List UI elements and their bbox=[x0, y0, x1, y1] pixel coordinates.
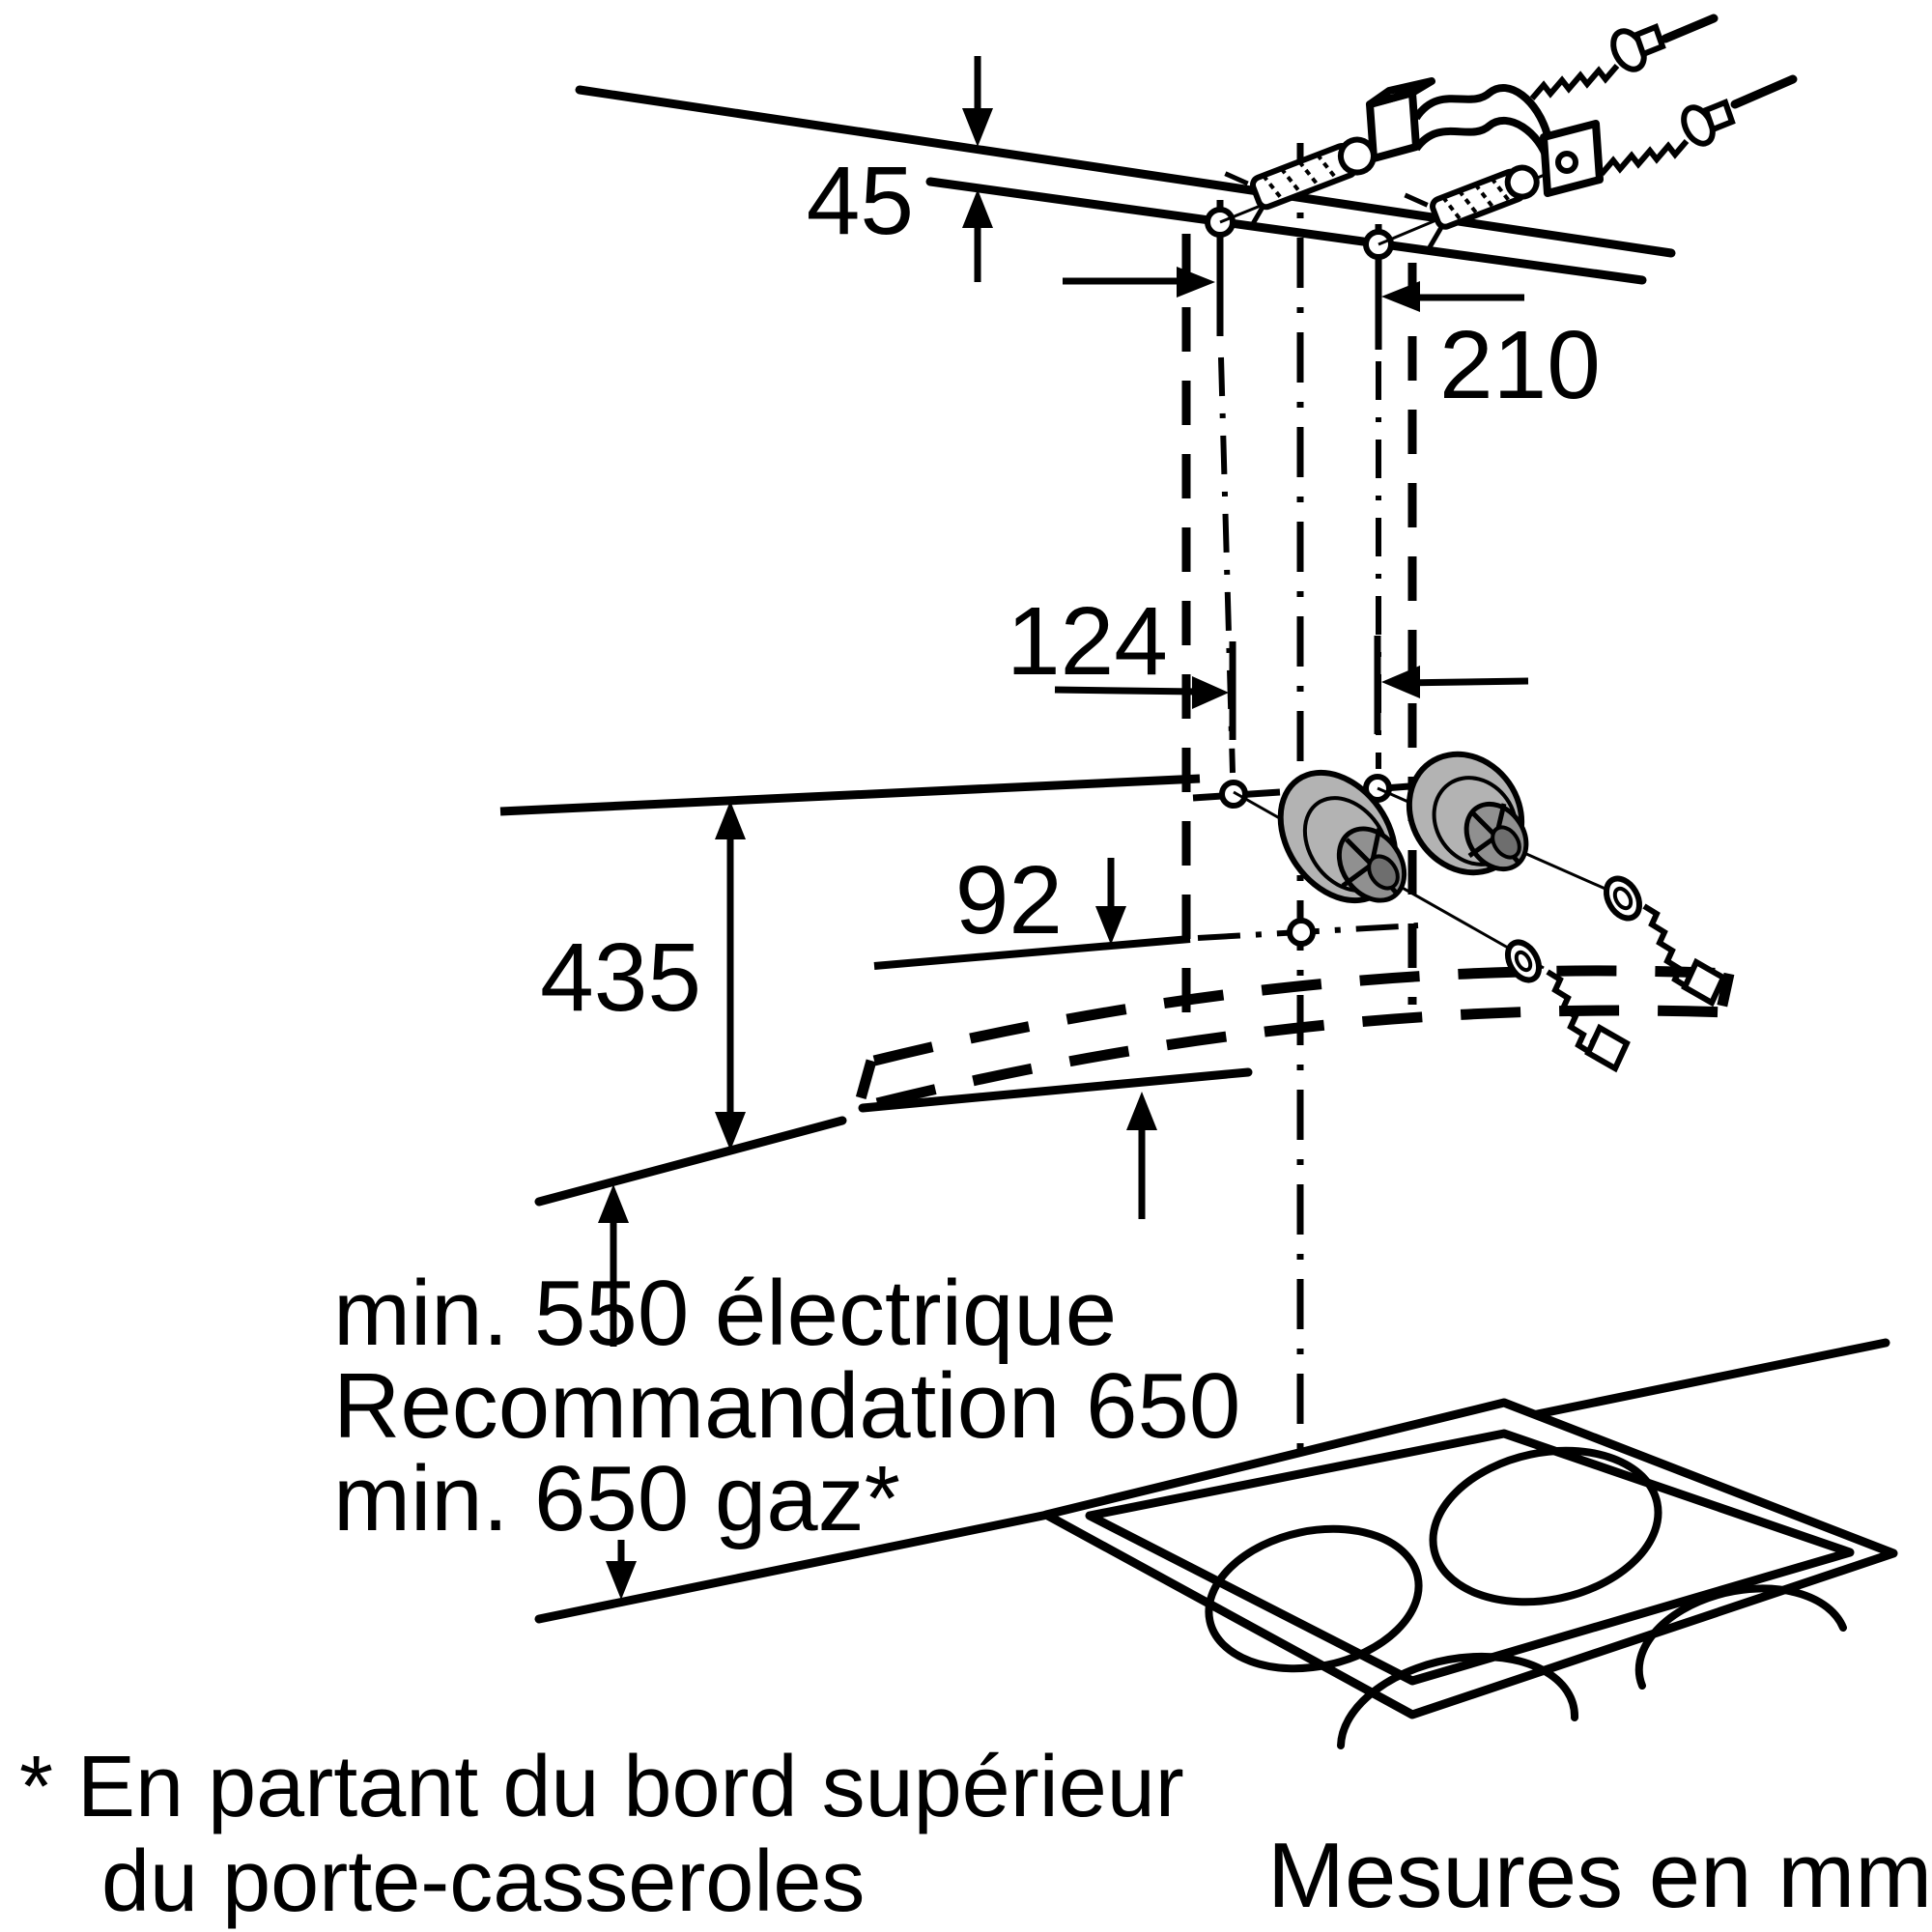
safety-hole-icon bbox=[1287, 918, 1316, 947]
dim-45-label: 45 bbox=[807, 147, 914, 255]
cone-spacer-left-icon bbox=[1277, 769, 1407, 904]
clearance-right-up-arrowhead-icon bbox=[1126, 1092, 1157, 1130]
screw-side-right-icon bbox=[1642, 903, 1727, 1008]
mounting-bracket bbox=[1366, 77, 1604, 197]
hood-left-dashed-foot bbox=[852, 1059, 877, 1111]
dimension-124: 124 bbox=[1007, 587, 1529, 740]
screw-1-axis-line bbox=[1661, 14, 1719, 43]
cone-left-bore bbox=[1367, 854, 1400, 891]
plug-left-fin-1 bbox=[1224, 171, 1249, 186]
screw-1-thread bbox=[1529, 64, 1620, 100]
dimension-45: 45 bbox=[807, 56, 993, 282]
dim-92-label: 92 bbox=[955, 846, 1063, 954]
hood-right-dashed-foot bbox=[1714, 972, 1735, 1020]
burner-front-right-arc-icon bbox=[1634, 1584, 1847, 1690]
plug-right-cap bbox=[1504, 164, 1540, 200]
screw-side-left-thread bbox=[1546, 969, 1593, 1056]
dim-435-up-arrowhead-icon bbox=[715, 801, 746, 839]
dim-124-left-arrow-line bbox=[1054, 686, 1199, 696]
dimension-435: 435 bbox=[540, 801, 746, 1151]
bracket-band-bottom bbox=[1412, 116, 1551, 162]
screw-1-head bbox=[1633, 23, 1666, 58]
dim-435-down-arrowhead-icon bbox=[715, 1112, 746, 1151]
footnote-line1: * En partant du bord supérieur bbox=[19, 1739, 1184, 1835]
plug-left-cap bbox=[1337, 136, 1377, 176]
hood-bottom-edge-right bbox=[858, 1067, 1253, 1113]
hood-front-dashed-arc bbox=[875, 1005, 1728, 1109]
hanger-reference-line bbox=[499, 774, 1201, 816]
plug-left-thread bbox=[1262, 153, 1340, 203]
cooktop-inner-border bbox=[1085, 1429, 1855, 1686]
screw-2-head bbox=[1702, 99, 1736, 133]
dim-124-label: 124 bbox=[1007, 587, 1168, 696]
clearance-gas-label: min. 650 gaz* bbox=[333, 1447, 900, 1550]
screw-top-1-icon bbox=[1529, 14, 1719, 100]
dimension-92: 92 bbox=[873, 846, 1419, 970]
dim-210-label: 210 bbox=[1439, 311, 1601, 419]
screw-side-right-head bbox=[1681, 957, 1727, 1008]
dim-92-down-arrowhead-icon bbox=[1095, 906, 1126, 945]
hood-top-dashed-arc bbox=[872, 965, 1730, 1066]
screw-side-left-icon bbox=[1546, 969, 1631, 1073]
dim-45-down-arrowhead-icon bbox=[962, 108, 993, 147]
bracket-band-top bbox=[1412, 84, 1551, 137]
washer-left-inner bbox=[1514, 950, 1533, 973]
plug-right-thread bbox=[1441, 177, 1512, 222]
cooktop bbox=[534, 1338, 1898, 1749]
dimension-210: 210 bbox=[1063, 267, 1601, 419]
dim-124-right-arrowhead-icon bbox=[1192, 676, 1229, 709]
footnote-line2: du porte-casseroles bbox=[101, 1833, 865, 1930]
hood-bottom-edge-left bbox=[534, 1116, 847, 1207]
clearance-arrows bbox=[598, 1092, 1157, 1600]
wall-plug-right-icon bbox=[1404, 164, 1540, 249]
plug-right-fin-1 bbox=[1404, 192, 1429, 208]
bracket-left-box-top bbox=[1366, 77, 1435, 108]
screw-side-left-head bbox=[1584, 1023, 1631, 1073]
clearance-down-arrowhead-icon bbox=[606, 1561, 637, 1600]
hood-canopy bbox=[534, 965, 1735, 1207]
wall-plug-left-icon bbox=[1224, 136, 1377, 230]
clearance-left-up-arrowhead-icon bbox=[598, 1184, 629, 1223]
dim-124-left-arrowhead-icon bbox=[1381, 666, 1420, 698]
screw-side-right-thread bbox=[1642, 903, 1690, 990]
bracket-screw-hole-icon bbox=[1555, 151, 1578, 174]
units-label: Mesures en mm bbox=[1267, 1824, 1932, 1927]
dim-435-label: 435 bbox=[540, 923, 701, 1032]
burner-front-left-arc-icon bbox=[1337, 1653, 1579, 1749]
washer-right-inner bbox=[1612, 886, 1634, 911]
cone-spacer-right-icon bbox=[1406, 751, 1529, 876]
washer-left-icon bbox=[1504, 939, 1543, 983]
footnote: * En partant du bord supérieur du porte-… bbox=[19, 1739, 1184, 1930]
plug-right-fin-2 bbox=[1427, 225, 1444, 249]
dim-92-reference-line bbox=[873, 935, 1191, 970]
clearance-electric-label: min. 550 électrique bbox=[333, 1262, 1117, 1365]
wall-bracket-assembly bbox=[1219, 14, 1798, 249]
clearance-recommended-label: Recommandation 650 bbox=[333, 1354, 1240, 1458]
dim-124-right-arrow-line bbox=[1398, 677, 1529, 687]
washer-right-icon bbox=[1603, 875, 1643, 922]
screw-2-thread bbox=[1599, 139, 1690, 176]
ceiling-lines bbox=[575, 85, 1676, 285]
dim-45-up-arrowhead-icon bbox=[962, 189, 993, 228]
screw-top-2-icon bbox=[1599, 74, 1798, 176]
burner-rear-right-icon bbox=[1429, 1446, 1662, 1606]
screw-2-axis-line bbox=[1730, 74, 1798, 109]
plug-left-fin-2 bbox=[1248, 205, 1265, 230]
burner-rear-left-icon bbox=[1205, 1524, 1423, 1673]
ceiling-line bbox=[575, 85, 1676, 258]
lower-hole-left-icon bbox=[1219, 780, 1248, 809]
clearance-text-block: min. 550 électrique Recommandation 650 m… bbox=[333, 1262, 1240, 1550]
bracket-mount-line bbox=[925, 177, 1647, 285]
hanger-hardware bbox=[1233, 751, 1727, 1073]
cone-right-bore bbox=[1491, 825, 1521, 860]
